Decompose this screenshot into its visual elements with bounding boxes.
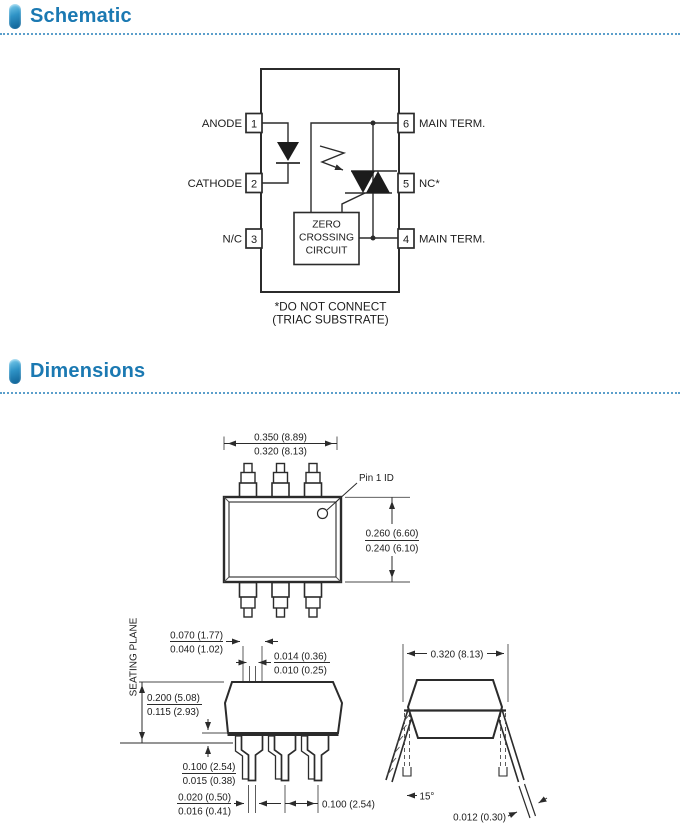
pin-label-main-term-6: MAIN TERM. — [419, 118, 485, 130]
dim-top-width-max: 0.350 (8.89) — [254, 433, 307, 444]
dimensions-divider — [0, 392, 680, 394]
dim-standoff-max: 0.100 (2.54) — [183, 762, 236, 773]
section-bullet-icon — [9, 4, 21, 29]
pin1-id-label: Pin 1 ID — [359, 473, 394, 484]
pin-box-4 — [397, 228, 415, 249]
mt2-wire — [310, 122, 398, 213]
left-lead-hatching — [386, 713, 411, 776]
dim-pitch: 0.100 (2.54) — [322, 800, 375, 811]
package-side-view: 0.070 (1.77) 0.040 (1.02) 0.014 (0.36) 0… — [120, 617, 375, 818]
end-view-left-lead — [385, 707, 410, 781]
right-foot-profile — [498, 767, 508, 777]
dim-depth-max: 0.260 (6.60) — [366, 529, 419, 540]
gate-wire — [341, 192, 366, 212]
pin-label-nc-star: NC* — [419, 178, 440, 190]
pin-number-1: 1 — [251, 119, 257, 131]
section-bullet-icon — [9, 359, 21, 384]
pin-label-nc: N/C — [223, 234, 242, 246]
package-top-view: 0.350 (8.89) 0.320 (8.13) 0.260 (6.60) 0… — [222, 433, 419, 618]
dim-lead-thk-max: 0.014 (0.36) — [274, 652, 327, 663]
pin-label-main-term-4: MAIN TERM. — [419, 234, 485, 246]
triac-triangle-right — [366, 171, 390, 193]
dim-foot-max: 0.020 (0.50) — [178, 793, 231, 804]
led-diode-symbol — [277, 142, 299, 161]
dim-top-width-min: 0.320 (8.13) — [254, 447, 307, 458]
end-view-right-lead — [500, 707, 525, 781]
dimensions-section-header: Dimensions — [9, 359, 145, 384]
triac-triangle-left — [351, 171, 375, 193]
pin-box-1 — [245, 112, 263, 134]
dim-lead-thk-min: 0.010 (0.25) — [274, 666, 327, 677]
dim-lead-thickness: 0.012 (0.30) — [453, 813, 506, 824]
pin-box-2 — [245, 172, 263, 194]
dim-end-width: 0.320 (8.13) — [431, 650, 484, 661]
schematic-divider — [0, 33, 680, 35]
pin-number-4: 4 — [403, 234, 409, 246]
zcc-line2: CROSSING — [299, 233, 354, 244]
seating-plane-label: SEATING PLANE — [129, 617, 140, 696]
top-view-pins-top — [238, 462, 323, 499]
end-view-body-outline — [406, 679, 504, 739]
left-foot-profile — [402, 767, 412, 777]
side-view-body-outline — [223, 681, 344, 734]
dim-height-min: 0.115 (2.93) — [147, 707, 199, 718]
pin-number-5: 5 — [403, 179, 409, 191]
pin1-id-dot — [316, 507, 329, 520]
top-view-pins-bottom — [238, 581, 323, 618]
junction-dot — [370, 120, 376, 126]
zero-crossing-block — [293, 211, 360, 266]
top-view-body-outline — [222, 495, 343, 584]
schematic-diagram: ZERO CROSSING CIRCUIT 1 2 3 6 5 4 ANODE … — [188, 68, 485, 327]
schematic-note-line2: (TRIAC SUBSTRATE) — [272, 313, 389, 327]
pin-number-3: 3 — [251, 234, 257, 246]
dim-shoulder-min: 0.040 (1.02) — [170, 645, 223, 656]
schematic-title: Schematic — [30, 5, 132, 27]
anode-wire — [262, 122, 289, 142]
zcc-line1: ZERO — [312, 220, 341, 231]
schematic-note-line1: *DO NOT CONNECT — [275, 300, 387, 314]
pin-number-2: 2 — [251, 179, 257, 191]
pin-label-cathode: CATHODE — [188, 178, 243, 190]
package-end-view: 0.320 (8.13) — [385, 644, 548, 824]
top-view-body-inner — [228, 501, 337, 578]
pin-box-3 — [245, 228, 263, 249]
junction-dot — [370, 235, 376, 241]
pin-label-anode: ANODE — [202, 118, 243, 130]
dim-foot-min: 0.016 (0.41) — [178, 807, 231, 818]
dim-lead-angle: 15° — [420, 792, 435, 803]
photon-arrow-icon — [319, 145, 347, 171]
pin-box-6 — [397, 112, 415, 134]
dim-standoff-min: 0.015 (0.38) — [183, 776, 236, 787]
pin-number-6: 6 — [403, 119, 409, 131]
dim-shoulder-max: 0.070 (1.77) — [170, 631, 223, 642]
dim-height-max: 0.200 (5.08) — [147, 693, 200, 704]
dimensions-title: Dimensions — [30, 360, 146, 382]
zcc-line3: CIRCUIT — [306, 246, 348, 257]
cathode-wire — [262, 163, 289, 184]
side-view-front-pins — [240, 734, 330, 782]
pin1-id-leader — [326, 482, 358, 511]
dim-depth-min: 0.240 (6.10) — [366, 544, 419, 555]
schematic-section-header: Schematic — [9, 4, 132, 29]
pin-box-5 — [397, 172, 415, 194]
